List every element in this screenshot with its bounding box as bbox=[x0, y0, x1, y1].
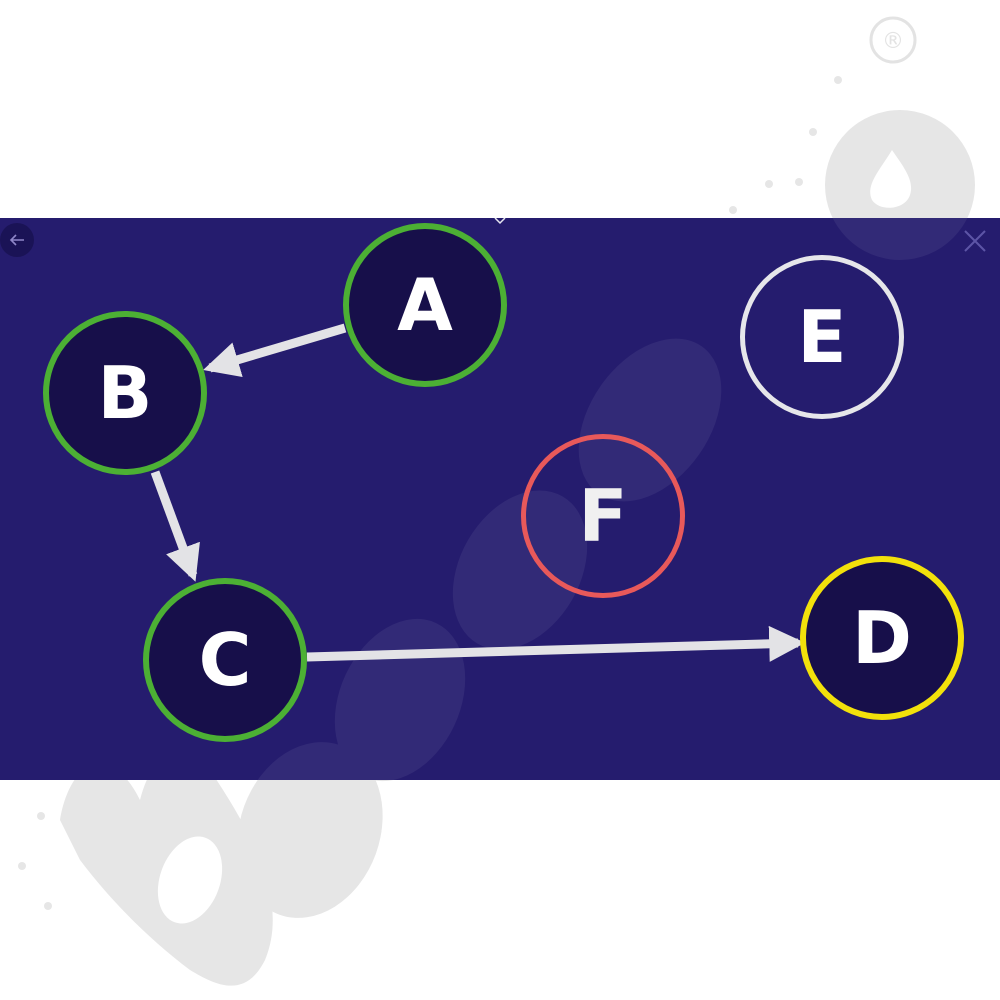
back-button[interactable] bbox=[0, 223, 34, 257]
node-f-label: F bbox=[578, 474, 628, 558]
node-a-label: A bbox=[397, 263, 453, 347]
node-f[interactable]: F bbox=[521, 434, 685, 598]
menu-toggle-button[interactable] bbox=[490, 218, 510, 228]
svg-text:®: ® bbox=[882, 29, 904, 54]
node-d[interactable]: D bbox=[800, 556, 964, 720]
node-a[interactable]: A bbox=[343, 223, 507, 387]
node-e[interactable]: E bbox=[740, 255, 904, 419]
close-icon bbox=[964, 230, 986, 252]
close-button[interactable] bbox=[958, 224, 992, 258]
edge-b-to-c bbox=[150, 470, 200, 582]
node-c-label: C bbox=[198, 618, 252, 702]
node-b-label: B bbox=[97, 351, 153, 435]
node-c[interactable]: C bbox=[143, 578, 307, 742]
chevron-down-icon bbox=[494, 218, 506, 225]
game-board: A B C D E F bbox=[0, 218, 1000, 780]
node-e-label: E bbox=[797, 295, 847, 379]
registered-mark-icon bbox=[869, 16, 917, 64]
node-d-label: D bbox=[852, 596, 912, 680]
edge-c-to-d bbox=[306, 625, 806, 662]
arrow-left-icon bbox=[9, 234, 24, 246]
node-b[interactable]: B bbox=[43, 311, 207, 475]
edge-a-to-b bbox=[203, 323, 347, 378]
graph-edges bbox=[150, 323, 806, 662]
